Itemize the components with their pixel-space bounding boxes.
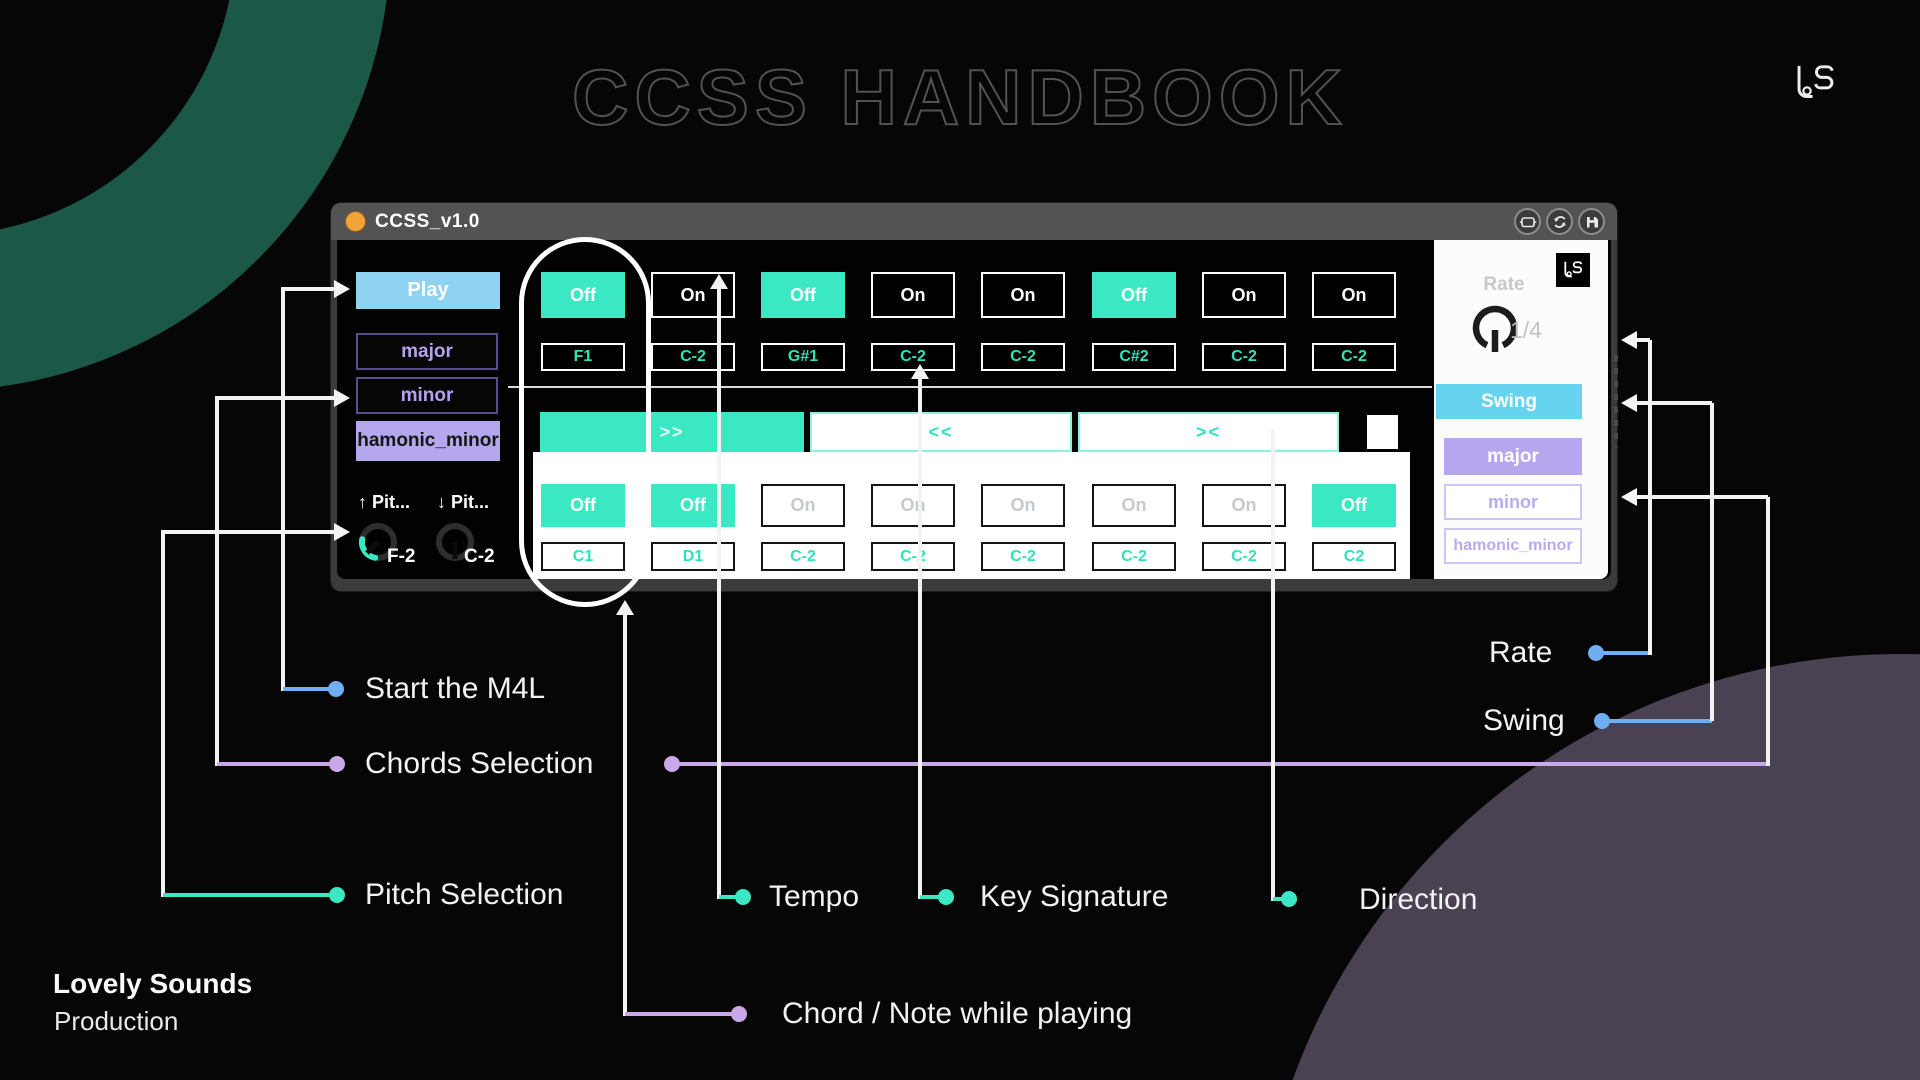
top-note-box[interactable]: C-2 <box>1202 343 1286 371</box>
chords-pointer-arrow <box>334 389 350 407</box>
ccss-device-window: CCSS_v1.0 <box>331 203 1618 591</box>
top-step-toggle[interactable]: Off <box>1092 272 1176 318</box>
direction-forward-button[interactable]: >> <box>540 412 804 452</box>
bottom-note-box[interactable]: D1 <box>651 542 735 571</box>
start-annotation-dot <box>328 681 344 697</box>
chord-note-annotation-dot <box>731 1006 747 1022</box>
frame-icon[interactable] <box>1514 208 1541 235</box>
brand-type: Production <box>54 1006 179 1036</box>
save-icon[interactable] <box>1578 208 1605 235</box>
pitch-pointer-arrow <box>334 523 350 541</box>
direction-backward-button[interactable]: << <box>810 412 1072 452</box>
play-pointer-arrow <box>334 280 350 298</box>
tempo-annotation-label: Tempo <box>769 880 860 913</box>
direction-blank-cell[interactable] <box>1367 415 1398 449</box>
top-note-box[interactable]: F1 <box>541 343 625 371</box>
chord-note-pointer-arrow <box>616 600 634 615</box>
top-note-box[interactable]: C-2 <box>1312 343 1396 371</box>
direction-annotation-label: Direction <box>1359 883 1478 916</box>
bottom-note-box[interactable]: C-2 <box>981 542 1065 571</box>
key-signature-annotation-label: Key Signature <box>980 880 1169 913</box>
top-step-toggle[interactable]: On <box>1202 272 1286 318</box>
chords-annotation-label: Chords Selection <box>365 747 594 780</box>
page-title: CCSS HANDBOOK <box>571 52 1348 142</box>
pitch-down-label: ↓ Pit... <box>437 492 490 512</box>
tempo-pointer-arrow <box>710 274 728 289</box>
window-activity-dot[interactable] <box>345 211 366 232</box>
rate-label: Rate <box>1483 274 1525 295</box>
section-divider <box>508 386 1432 388</box>
rate-swing-panel: Rate 1/4 Swing major minor hamonic_minor <box>1434 240 1608 579</box>
bottom-note-box[interactable]: C-2 <box>871 542 955 571</box>
chord-minor-button[interactable]: minor <box>356 377 498 414</box>
direction-annotation-dot <box>1281 891 1297 907</box>
swing-annotation-label: Swing <box>1483 704 1565 737</box>
top-note-box[interactable]: G#1 <box>761 343 845 371</box>
swing-pointer-arrow <box>1621 394 1637 412</box>
pitch-up-value: F-2 <box>387 546 416 567</box>
resize-dots <box>1614 355 1618 447</box>
chords-annotation-dot-right <box>664 756 680 772</box>
top-step-toggle[interactable]: On <box>981 272 1065 318</box>
bottom-step-toggle[interactable]: On <box>981 484 1065 527</box>
bottom-step-toggle[interactable]: Off <box>541 484 625 527</box>
panel-chords-pointer-arrow <box>1621 488 1637 506</box>
top-note-box[interactable]: C-2 <box>651 343 735 371</box>
play-button[interactable]: Play <box>356 272 500 309</box>
key-signature-pointer-arrow <box>911 364 929 379</box>
bottom-step-toggle[interactable]: On <box>761 484 845 527</box>
panel-chord-harmonic-minor-button[interactable]: hamonic_minor <box>1444 528 1582 564</box>
column-highlight-capsule <box>519 237 651 607</box>
bottom-step-toggle[interactable]: Off <box>651 484 735 527</box>
chord-major-button[interactable]: major <box>356 333 498 370</box>
top-note-box[interactable]: C-2 <box>981 343 1065 371</box>
bottom-note-box[interactable]: C-2 <box>761 542 845 571</box>
bottom-step-toggle[interactable]: On <box>871 484 955 527</box>
top-step-toggle[interactable]: On <box>1312 272 1396 318</box>
rate-annotation-dot <box>1588 645 1604 661</box>
pitch-down-knob[interactable] <box>431 518 479 566</box>
rate-value: 1/4 <box>1510 317 1542 343</box>
pitch-annotation-label: Pitch Selection <box>365 878 564 911</box>
pitch-down-value: C-2 <box>464 546 495 567</box>
pitch-up-knob[interactable] <box>354 518 402 566</box>
top-step-toggle[interactable]: On <box>871 272 955 318</box>
top-note-box[interactable]: C#2 <box>1092 343 1176 371</box>
swing-button[interactable]: Swing <box>1436 384 1582 419</box>
bottom-step-toggle[interactable]: On <box>1092 484 1176 527</box>
rate-annotation-label: Rate <box>1489 636 1553 669</box>
pitch-up-label: ↑ Pit... <box>358 492 411 512</box>
top-step-toggle[interactable]: Off <box>761 272 845 318</box>
bottom-step-toggle[interactable]: Off <box>1312 484 1396 527</box>
rate-pointer-arrow <box>1621 331 1637 349</box>
device-titlebar: CCSS_v1.0 <box>331 203 1617 240</box>
tempo-annotation-dot <box>735 889 751 905</box>
key-signature-annotation-dot <box>938 889 954 905</box>
purple-circle-decoration <box>1254 654 1920 1080</box>
pitch-annotation-dot <box>329 887 345 903</box>
bottom-note-box[interactable]: C-2 <box>1092 542 1176 571</box>
panel-chord-major-button[interactable]: major <box>1444 438 1582 475</box>
rate-knob[interactable] <box>1469 302 1521 354</box>
lovely-sounds-device-logo-icon <box>1556 253 1590 287</box>
chord-note-annotation-label: Chord / Note while playing <box>782 997 1133 1030</box>
window-title: CCSS_v1.0 <box>375 211 480 232</box>
sync-icon[interactable] <box>1546 208 1573 235</box>
panel-chord-minor-button[interactable]: minor <box>1444 484 1582 520</box>
chords-annotation-dot <box>329 756 345 772</box>
brand-name: Lovely Sounds <box>53 968 253 999</box>
start-annotation-label: Start the M4L <box>365 672 546 705</box>
chord-harmonic-minor-button[interactable]: hamonic_minor <box>356 421 500 461</box>
direction-bounce-button[interactable]: >< <box>1078 412 1339 452</box>
lovely-sounds-logo-icon <box>1797 65 1834 98</box>
swing-annotation-dot <box>1594 713 1610 729</box>
bottom-note-box[interactable]: C2 <box>1312 542 1396 571</box>
